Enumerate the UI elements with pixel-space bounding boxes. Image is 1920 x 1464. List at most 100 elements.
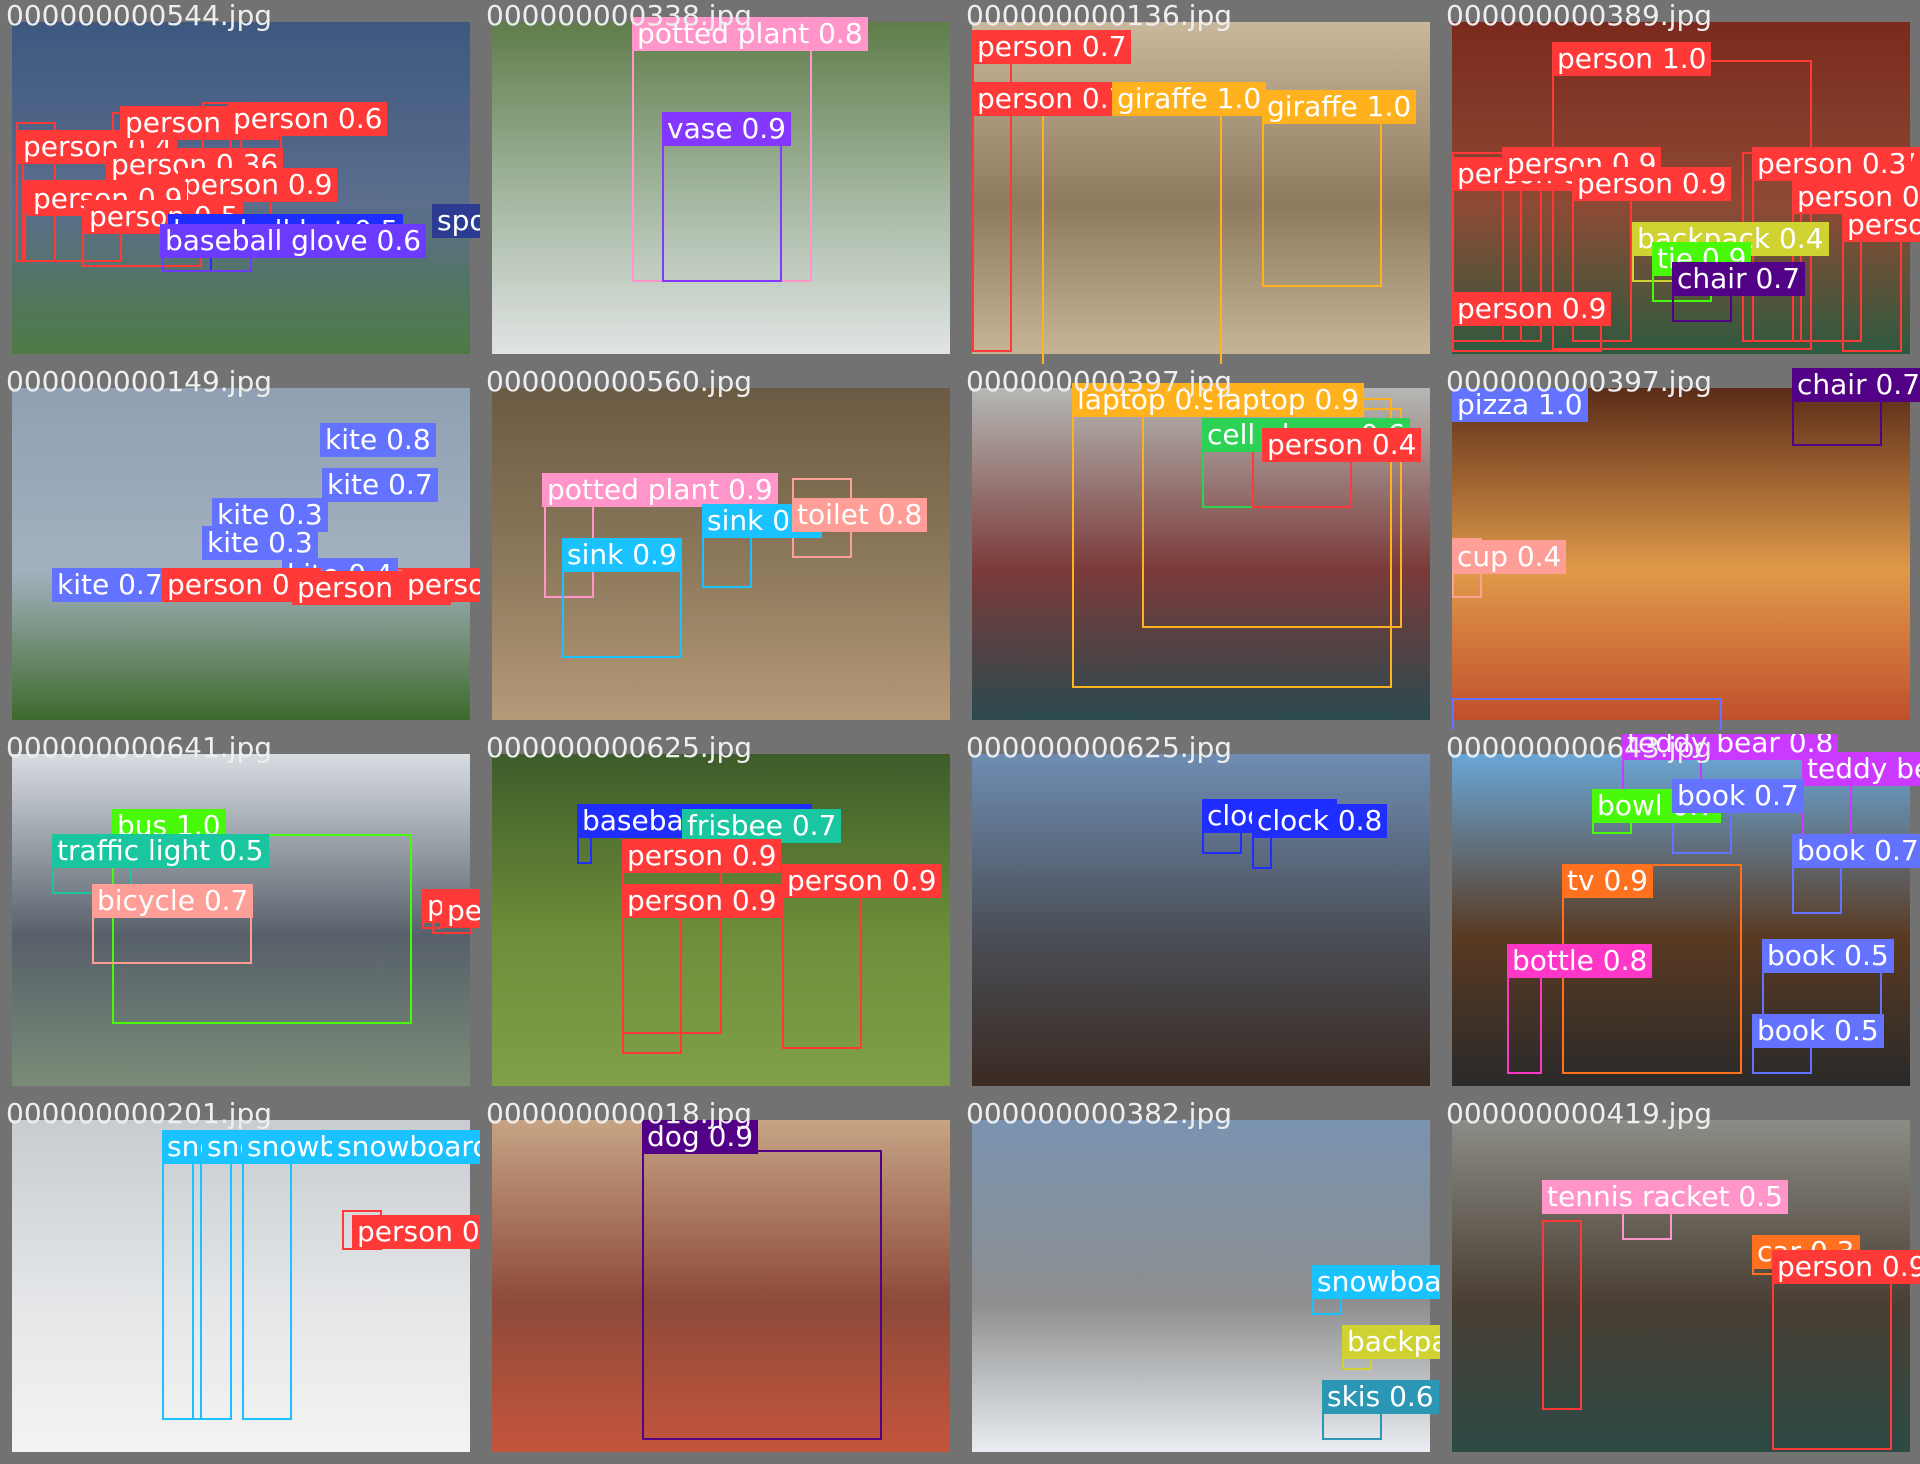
detection-label: giraffe 1.0 [1112,82,1267,116]
image-filename: 000000000338.jpg [486,2,752,32]
detection-label: teddy bear 0.8 [1622,734,1839,760]
detection-label: book 0.7 [1792,834,1920,868]
detection-box [1262,107,1382,287]
detection-label: potted plant 0.9 [542,473,778,507]
detection-box [192,1130,232,1420]
photo [12,1120,470,1452]
detection-label: book 0.5 [1752,1014,1884,1048]
detection-label: sports ball 0.3 [432,204,480,238]
detection-label: person 1.0 [1552,42,1712,76]
detection-label: giraffe 1.0 [1262,90,1417,124]
image-filename: 000000000419.jpg [1446,1100,1712,1130]
detection-box [242,1130,292,1420]
detection-label: tv 0.9 [1562,864,1653,898]
detection-label: chair 0.7 [1672,262,1806,296]
detection-label: potted plant 0.8 [632,17,868,51]
detection-box [782,874,862,1049]
image-filename: 000000000389.jpg [1446,2,1712,32]
detection-label: clock 0.8 [1252,804,1388,838]
detection-label: book 0.5 [1762,939,1894,973]
detection-label: person 0.4 [402,568,480,602]
image-filename: 000000000149.jpg [6,368,272,398]
detection-label: traffic light 0.5 [52,834,269,868]
image-filename: 000000000641.jpg [6,734,272,764]
image-filename: 000000000544.jpg [6,2,272,32]
detection-label: snowboard 0.3 [1312,1265,1440,1299]
detection-box [1542,1220,1582,1410]
detection-label: cup 0.4 [1452,540,1567,574]
image-filename: 000000000201.jpg [6,1100,272,1130]
detection-label: person 0.7 [972,82,1132,116]
detection-box [1042,112,1222,364]
detection-label: bottle 0.8 [1507,944,1653,978]
image-filename: 000000000625.jpg [486,734,752,764]
detection-box [642,1150,882,1440]
detection-label: backpack 0.4 [1342,1325,1440,1359]
image-filename: 000000000018.jpg [486,1100,752,1130]
detection-label: baseball glove 0.6 [160,224,427,258]
detection-label: snowboard 1.0 [332,1130,480,1164]
detection-label: skis 0.6 [1322,1380,1439,1414]
photo [1452,1120,1910,1452]
detection-label: toilet 0.8 [792,498,928,532]
detection-label: chair 0.7 [1792,368,1920,402]
detection-box [1452,152,1522,342]
detection-label: kite 0.8 [320,423,436,457]
detection-label: bicycle 0.7 [92,884,254,918]
detection-label: person 0.6 [228,102,388,136]
detection-label: bowl 0.7 [1592,789,1722,823]
detection-label: frisbee 0.7 [682,809,842,843]
image-filename: 000000000397.jpg [966,368,1232,398]
detection-box [1772,1260,1892,1450]
detection-label: laptop 0.9 [1212,383,1365,417]
detection-label: kite 0.7 [322,468,438,502]
detection-label: person 0.3 [1752,147,1912,181]
detection-box [972,82,1012,352]
detection-label: person 0.9 [782,864,942,898]
photo [492,22,950,354]
image-filename: 000000000382.jpg [966,1100,1232,1130]
photo [972,22,1430,354]
image-filename: 000000000397.jpg [1446,368,1712,398]
detection-label: person 0.9 [622,884,782,918]
detection-label: pizza 1.0 [1452,388,1588,422]
detection-label: person 0.9 [1772,1250,1920,1284]
detection-label: kite 0.7 [52,568,168,602]
image-filename: 000000000643.jpg [1446,734,1712,764]
detection-label: person 0.7 [972,30,1132,64]
image-filename: 000000000136.jpg [966,2,1232,32]
detection-label: book 0.7 [1672,779,1804,813]
detection-label: dog 0.9 [642,1120,759,1154]
detection-label: laptop 0.9 [1072,383,1225,417]
detection-label: sink 0.9 [562,538,682,572]
detection-label: vase 0.9 [662,112,791,146]
detection-box [1452,698,1722,730]
detection-label: person 0.9 [1452,292,1612,326]
detection-label: person 0.3 [442,894,480,928]
detection-label: person 0.3 [1842,208,1920,242]
detection-label: person 0.9 [178,168,338,202]
photo [12,754,470,1086]
detection-label: person 0.9 [622,839,782,873]
photo [492,1120,950,1452]
image-tile: 000000000382.jpg snowboard 0.3 backpack 0.… [962,1100,1440,1462]
detection-label: person 0.9 [1572,167,1732,201]
detection-label: tennis racket 0.5 [1542,1180,1788,1214]
detection-label: kite 0.3 [202,526,318,560]
image-filename: 000000000625.jpg [966,734,1232,764]
